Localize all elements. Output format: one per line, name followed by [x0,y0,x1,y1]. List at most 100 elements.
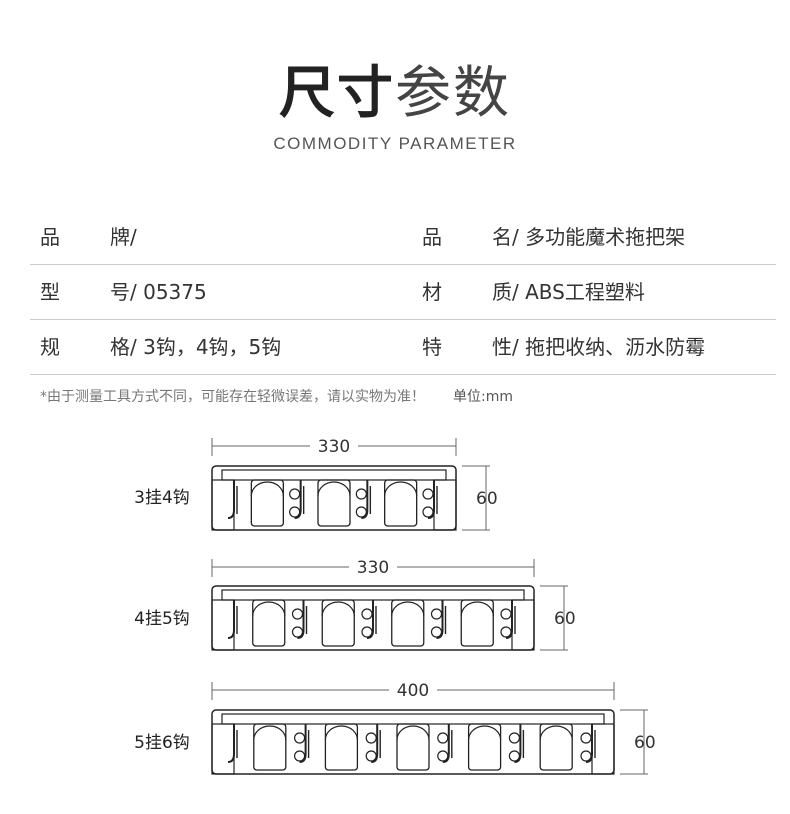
mop-clip [460,599,494,647]
clip-arc [391,601,425,617]
hook-icon [294,480,302,519]
roller-circle [365,732,377,744]
mop-clip [321,599,355,647]
spec-table: 品 牌/ 品 名/ 多功能魔术拖把架 型 号/ 05375 材 质/ ABS工程… [30,210,776,375]
hook-icon [371,724,379,763]
hook-icon [227,480,235,519]
clip-arc [317,481,351,497]
clip-arc [321,601,355,617]
spec-label: 品 [422,225,442,249]
spec-label: 特 [422,335,442,359]
mop-clip [253,723,287,771]
roller-circle [508,732,521,744]
mop-clip [250,479,284,527]
roller-circle [422,488,434,500]
spec-row: 品 牌/ 品 名/ 多功能魔术拖把架 [30,210,776,265]
clip-arc [468,725,502,741]
spec-row: 型 号/ 05375 材 质/ ABS工程塑料 [30,265,776,320]
roller-circle [355,506,367,518]
roller-circle [355,488,367,500]
hook-icon [299,724,307,763]
spec-value: 格/ 3钩，4钩，5钩 [110,335,282,359]
roller-circle [437,750,449,762]
roller-circle [289,506,301,518]
clip-arc [324,725,358,741]
clip-arc [396,725,430,741]
spec-label: 品 [40,225,60,249]
mop-clip [539,723,573,771]
rack-end-cap [211,479,235,531]
hook-icon [366,600,374,639]
hook-icon [361,480,369,519]
roller-circle [361,608,373,620]
spec-value: 名/ 多功能魔术拖把架 [492,225,686,249]
rack-end-cap [211,723,235,775]
roller-circle [422,506,434,518]
roller-circle [500,626,512,638]
mop-clip [396,723,430,771]
spec-value: 号/ 05375 [110,280,207,304]
clip-arc [253,725,287,741]
width-label: 330 [357,558,389,578]
roller-circle [294,750,306,762]
page-title: 尺寸参数 [279,61,511,126]
hook-icon [427,480,435,519]
roller-circle [361,626,373,638]
mop-clip [324,723,359,771]
spec-value: 性/ 拖把收纳、沥水防霉 [492,335,706,359]
rack-rail [221,713,605,725]
roller-circle [437,732,449,744]
hook-icon [442,724,450,763]
hook-icon [297,600,305,639]
product-diagram: 330 60 3挂4钩 [134,437,498,531]
rack-body [211,465,457,531]
roller-circle [508,750,521,762]
roller-circle [580,732,592,744]
rack-body [211,709,615,775]
product-label: 4挂5钩 [134,609,190,629]
hook-icon [585,724,593,763]
mop-clip [252,599,286,647]
roller-circle [291,626,304,638]
product-label: 5挂6钩 [134,733,190,753]
product-diagram: 330 60 4挂5钩 [134,558,576,651]
hook-icon [505,600,513,639]
height-label: 60 [554,609,576,629]
hook-icon [227,600,235,639]
spec-label: 型 [40,280,60,304]
roller-circle [294,732,306,744]
hook-icon [227,724,235,763]
hook-icon [436,600,444,639]
mop-clip [317,479,351,527]
spec-label: 材 [422,280,442,304]
hook-icon [514,724,522,763]
spec-label: 规 [40,335,60,359]
measurement-note: *由于测量工具方式不同，可能存在轻微误差，请以实物为准！单位:mm [40,389,513,405]
mop-clip [391,599,425,647]
clip-arc [460,601,494,617]
clip-arc [252,601,286,617]
height-label: 60 [476,489,498,509]
unit-label: 单位:mm [453,389,513,405]
mop-clip [384,479,418,527]
roller-circle [500,608,512,620]
spec-value: 牌/ [110,225,137,249]
roller-circle [430,626,443,638]
rack-rail [221,469,447,481]
mop-clip [467,723,502,771]
product-label: 3挂4钩 [134,488,190,508]
roller-circle [291,608,304,620]
width-label: 330 [318,437,350,457]
page-subtitle: COMMODITY PARAMETER [273,134,517,153]
width-label: 400 [397,681,429,701]
roller-circle [580,750,592,762]
spec-row: 规 格/ 3钩，4钩，5钩 特 性/ 拖把收纳、沥水防霉 [30,320,776,375]
rack-end-cap [211,599,235,651]
clip-arc [384,481,418,497]
roller-circle [289,488,301,500]
clip-arc [539,725,573,741]
roller-circle [430,608,443,620]
roller-circle [365,750,377,762]
